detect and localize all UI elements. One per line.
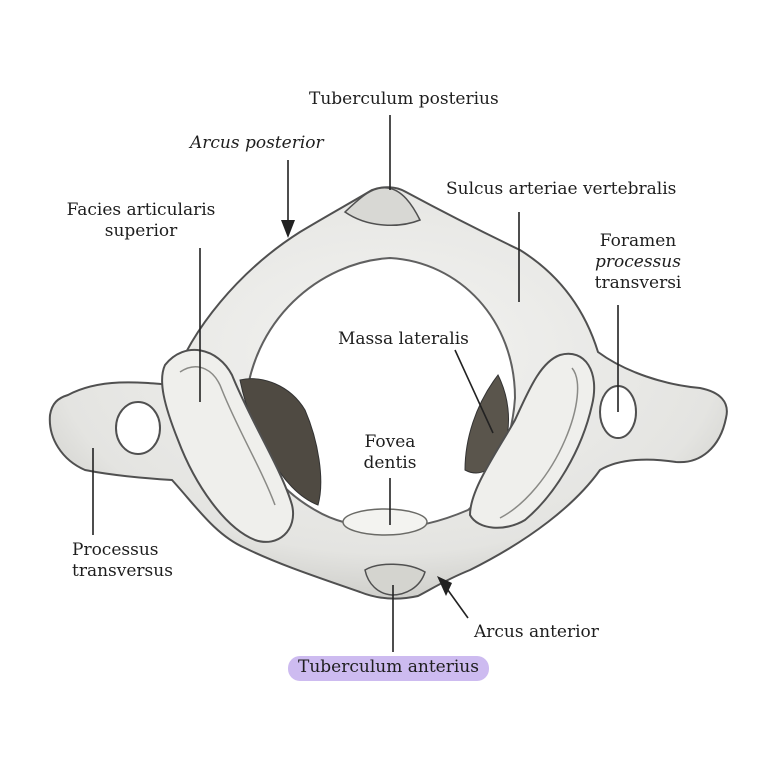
pointer-massa xyxy=(454,349,494,434)
label-foramen-line2: processus xyxy=(595,252,681,272)
tuberculum-anterius-shape xyxy=(364,563,426,596)
arrowhead-arcus-anterior xyxy=(437,576,452,596)
label-facies-line1: Facies articularis xyxy=(66,200,216,220)
right-articular-facet-inner xyxy=(499,367,579,519)
label-fovea-dentis: Fovea dentis xyxy=(345,432,435,474)
label-processus-transversus: Processus transversus xyxy=(72,540,173,582)
label-facies-articularis-superior: Facies articularis superior xyxy=(56,200,226,242)
fovea-dentis xyxy=(342,508,428,536)
label-arcus-anterior: Arcus anterior xyxy=(474,622,599,642)
label-processus-line1: Processus xyxy=(72,540,159,560)
label-processus-line2: transversus xyxy=(72,561,173,581)
label-massa-lateralis: Massa lateralis xyxy=(338,329,469,349)
label-tuberculum-anterius: Tuberculum anterius xyxy=(288,656,489,681)
label-fovea-line1: Fovea xyxy=(364,432,416,452)
label-tuberculum-posterius: Tuberculum posterius xyxy=(309,89,499,109)
tuberculum-posterius-shape xyxy=(343,187,422,226)
label-foramen-processus-transversi: Foramen processus transversi xyxy=(583,231,693,294)
pointer-lines xyxy=(92,115,619,652)
label-facies-line2: superior xyxy=(104,221,178,241)
pointer-arcus-anterior xyxy=(444,585,469,619)
label-fovea-line2: dentis xyxy=(363,453,417,473)
label-sulcus-arteriae-vertebralis: Sulcus arteriae vertebralis xyxy=(446,179,677,199)
left-transverse-foramen xyxy=(115,401,161,455)
label-foramen-line3: transversi xyxy=(594,273,682,293)
left-articular-facet xyxy=(161,348,295,543)
right-articular-facet xyxy=(468,352,596,529)
arrowhead-arcus-posterior xyxy=(281,220,295,238)
label-foramen-line1: Foramen xyxy=(599,231,677,251)
label-arcus-posterior: Arcus posterior xyxy=(190,133,324,153)
